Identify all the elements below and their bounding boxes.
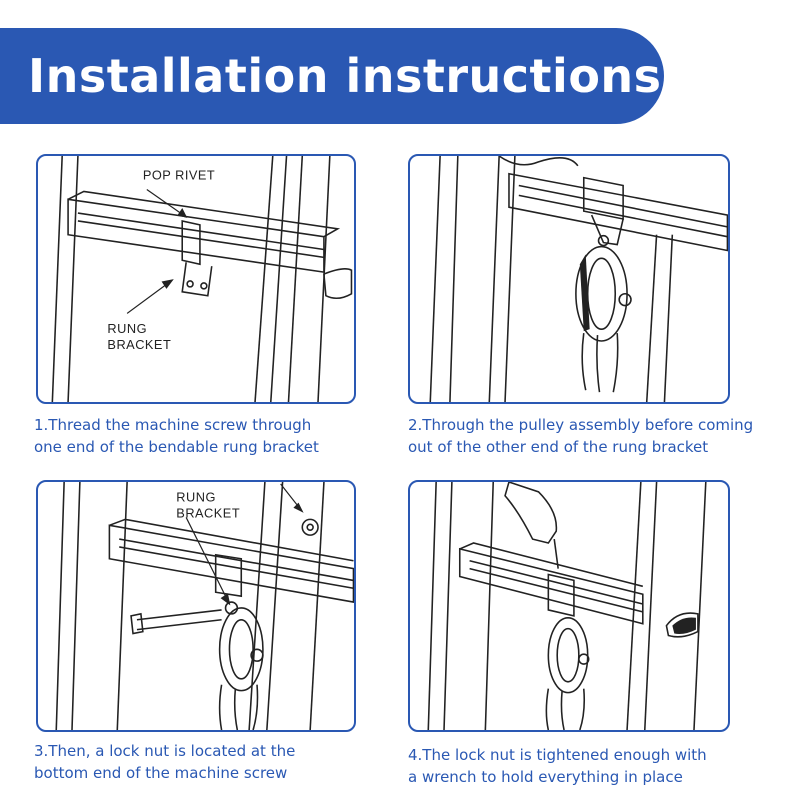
rung-label: RUNG [107,321,147,336]
step-1-illustration: POP RIVET RUNG BRACKET [36,154,356,404]
pulley-through-bracket-drawing [429,156,728,402]
step-3-caption: 3.Then, a lock nut is located at the bot… [34,742,296,782]
step-3-illustration: RUNG BRACKET [36,480,356,732]
machine-screw-lock-nut-drawing: RUNG BRACKET [55,482,354,730]
step-2-caption: 2.Through the pulley assembly before com… [408,416,754,456]
title-banner: Installation instructions [0,28,664,124]
tightening-lock-nut-drawing [427,482,707,730]
page-title: Installation instructions [28,49,662,103]
step-1-caption: 1.Thread the machine screw through one e… [34,416,319,456]
bracket-label: BRACKET [107,337,171,352]
bracket-label: BRACKET [176,505,240,520]
step-4-illustration [408,480,730,732]
pop-rivet-label: POP RIVET [143,168,215,183]
step-2-illustration [408,154,730,404]
rung-label: RUNG [176,490,216,505]
ladder-rung-bracket-drawing: POP RIVET RUNG BRACKET [51,156,353,402]
step-4-caption: 4.The lock nut is tightened enough with … [408,746,707,786]
